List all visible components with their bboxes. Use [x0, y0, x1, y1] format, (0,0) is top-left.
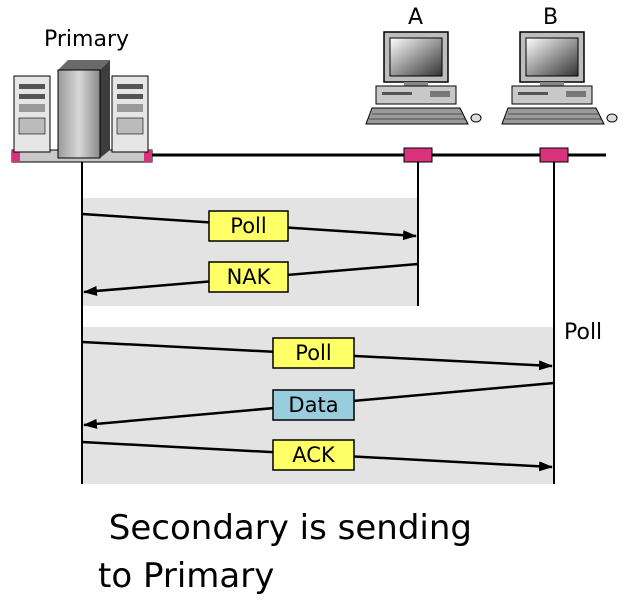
caption-line-2: to Primary: [98, 556, 275, 596]
station-a-computer-icon: [365, 31, 482, 125]
station-a-label: A: [408, 5, 423, 30]
primary-label: Primary: [44, 27, 129, 52]
ack-message: ACK: [272, 439, 355, 471]
ack-message-label: ACK: [292, 443, 336, 467]
nak-message-label: NAK: [227, 265, 272, 289]
poll-a-message: Poll: [208, 210, 289, 242]
station-a-tap: [403, 147, 433, 163]
data-message: Data: [272, 389, 355, 421]
caption-line-1: Secondary is sending: [98, 508, 472, 548]
phase-two-poll-label: Poll: [564, 320, 602, 345]
poll-b-message-label: Poll: [295, 341, 331, 365]
station-b-tap: [539, 147, 569, 163]
poll-b-message: Poll: [272, 337, 355, 369]
station-b-label: B: [543, 5, 558, 30]
data-message-label: Data: [288, 393, 338, 417]
nak-message: NAK: [208, 261, 289, 293]
primary-server-icon: [11, 60, 153, 163]
station-b-computer-icon: [501, 31, 618, 125]
poll-a-message-label: Poll: [230, 214, 266, 238]
